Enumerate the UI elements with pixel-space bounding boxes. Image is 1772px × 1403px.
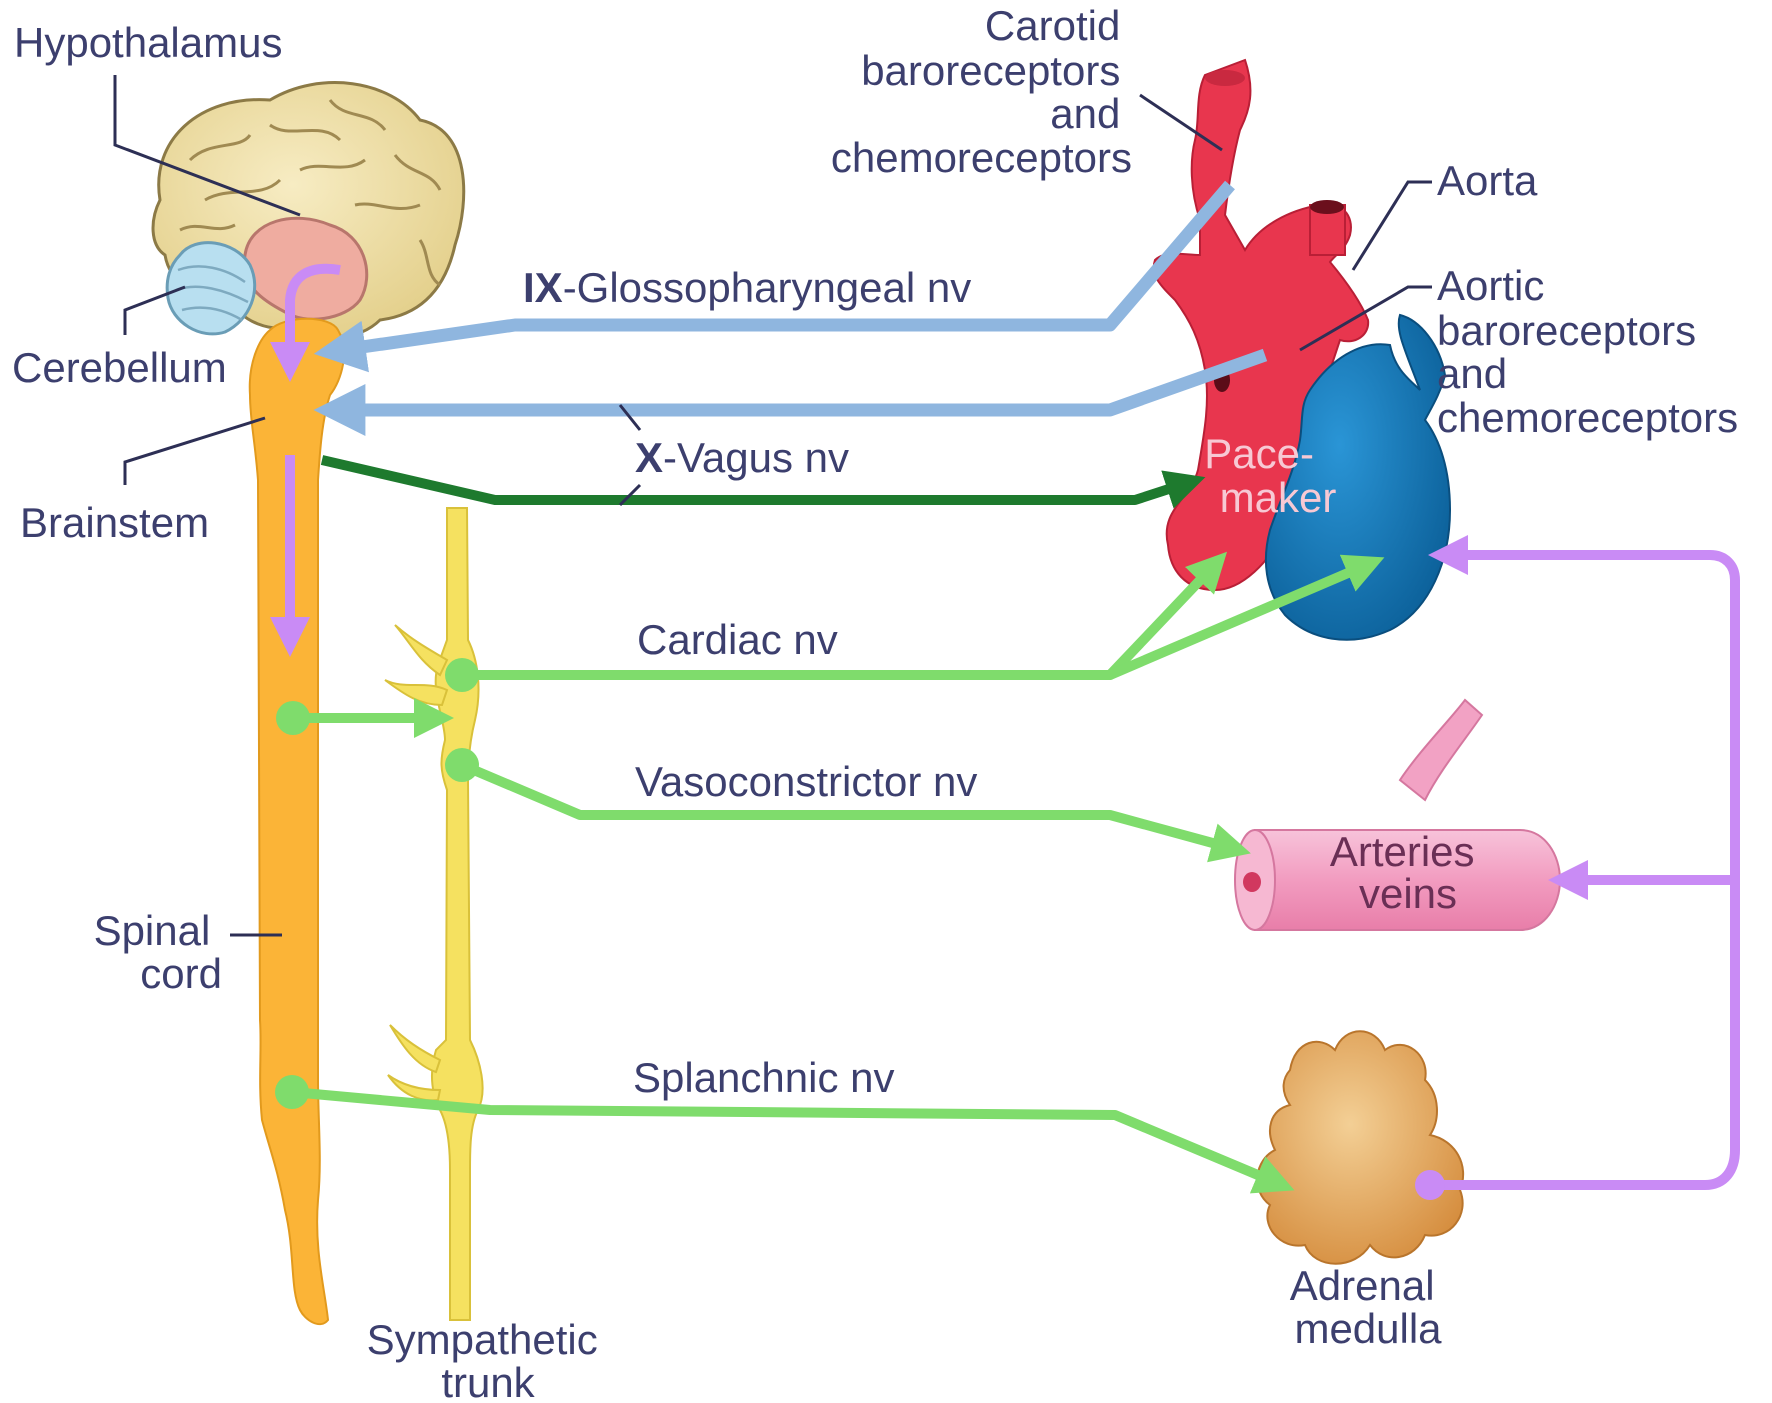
label-trunk-line-2: trunk	[441, 1359, 535, 1403]
label-pacemaker: Pace- maker	[1204, 430, 1336, 521]
sympathetic-trunk-shape	[385, 508, 483, 1320]
label-splanchnic: Splanchnic nv	[633, 1054, 895, 1101]
label-sympathetic-trunk: Sympathetic trunk	[367, 1316, 610, 1403]
label-spinal-line-1: Spinal	[94, 907, 211, 954]
label-brainstem: Brainstem	[20, 499, 209, 546]
aorta-opening	[1310, 200, 1344, 214]
label-carotid-line-2: baroreceptors	[861, 47, 1120, 94]
label-adrenal-line-1: Adrenal	[1290, 1262, 1435, 1309]
label-aortic-line-4: chemoreceptors	[1437, 394, 1738, 441]
label-aortic-line-3: and	[1437, 350, 1507, 397]
label-trunk-line-1: Sympathetic	[367, 1316, 598, 1363]
label-pacemaker-line-1: Pace-	[1204, 430, 1314, 477]
label-carotid: Carotid baroreceptors and chemoreceptors	[831, 2, 1132, 181]
label-carotid-line-1: Carotid	[985, 2, 1120, 49]
label-spinal-line-2: cord	[140, 950, 222, 997]
label-glossopharyngeal: IX-Glossopharyngeal nv	[523, 264, 971, 311]
label-aortic-line-1: Aortic	[1437, 262, 1544, 309]
label-aortic: Aortic baroreceptors and chemoreceptors	[1437, 262, 1738, 441]
label-cerebellum: Cerebellum	[12, 344, 227, 391]
label-hypothalamus: Hypothalamus	[14, 19, 282, 66]
glossopharyngeal-name: -Glossopharyngeal nv	[563, 264, 972, 311]
label-spinal-cord: Spinal cord	[94, 907, 222, 997]
label-cardiac: Cardiac nv	[637, 616, 838, 663]
label-vagus: X-Vagus nv	[635, 434, 849, 481]
label-adrenal-line-2: medulla	[1294, 1305, 1442, 1352]
label-vessels-line-1: Arteries	[1330, 828, 1475, 875]
label-adrenal: Adrenal medulla	[1290, 1262, 1446, 1352]
label-aortic-line-2: baroreceptors	[1437, 307, 1696, 354]
label-aorta: Aorta	[1437, 157, 1538, 204]
glossopharyngeal-prefix: IX	[523, 264, 563, 311]
carotid-top	[1205, 70, 1245, 86]
label-pacemaker-line-2: maker	[1220, 474, 1337, 521]
label-vessels-line-2: veins	[1359, 870, 1457, 917]
vagus-afferent-pathway	[355, 355, 1265, 410]
spinal-cord-shape	[250, 319, 344, 1324]
label-carotid-line-3: and	[1050, 90, 1120, 137]
brain	[153, 83, 464, 338]
label-carotid-line-4: chemoreceptors	[831, 134, 1132, 181]
vagus-name: -Vagus nv	[663, 434, 849, 481]
leader-brainstem	[125, 418, 265, 485]
adrenal-gland	[1257, 1031, 1463, 1264]
vagus-prefix: X	[635, 434, 663, 481]
leader-aorta	[1353, 182, 1432, 270]
label-vasoconstrictor: Vasoconstrictor nv	[635, 758, 977, 805]
splanchnic-pathway	[292, 1092, 1265, 1178]
